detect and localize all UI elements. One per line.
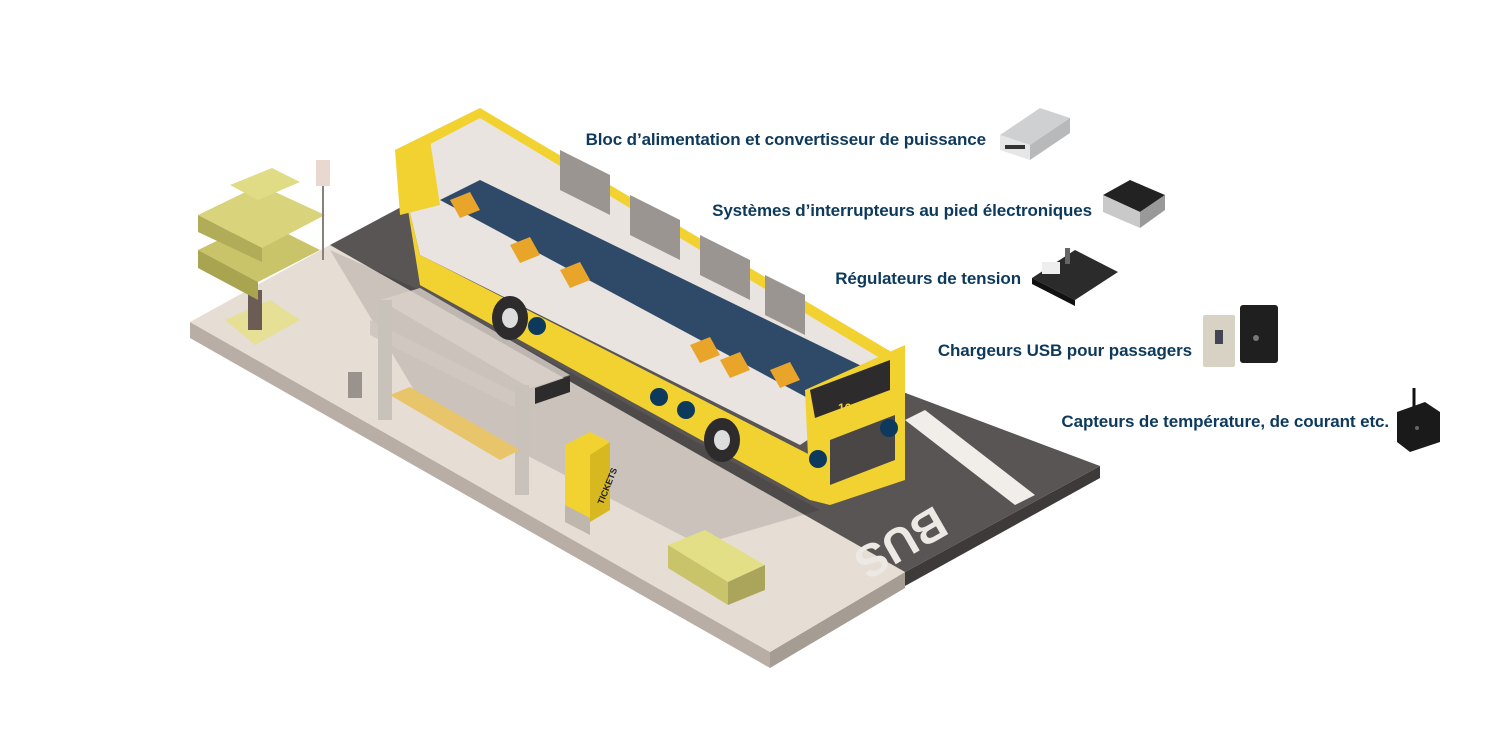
bench [668,530,765,605]
bus-stop-sign [316,160,330,186]
component-label-sensors[interactable]: Capteurs de température, de courant etc. [1061,412,1389,431]
tree-foliage [198,168,325,300]
hotspot[interactable] [677,401,695,419]
component-label-voltage-regulator[interactable]: Régulateurs de tension [835,269,1021,288]
sidewalk-side [190,322,770,668]
usb-charger-icon [1203,305,1278,367]
hotspots [528,317,898,468]
hotspot[interactable] [528,317,546,335]
foot-switch-icon [1103,180,1165,228]
bus: 16 [395,108,905,505]
bus-shelter [348,288,570,495]
power-converter-icon [1000,108,1070,160]
tree-shadow [225,300,300,345]
bus-route-number: 16 [838,401,852,415]
hotspot[interactable] [809,450,827,468]
sensor-icon [1397,388,1440,452]
component-label-power-converter[interactable]: Bloc d’alimentation et convertisseur de … [585,130,986,149]
hotspot[interactable] [650,388,668,406]
sidewalk-side-right [770,572,905,668]
hotspot[interactable] [880,419,898,437]
voltage-regulator-icon [1032,248,1118,306]
component-label-usb-charger[interactable]: Chargeurs USB pour passagers [937,341,1192,360]
component-label-foot-switch[interactable]: Systèmes d’interrupteurs au pied électro… [712,201,1092,220]
road-side [905,466,1100,586]
tree-trunk [248,290,262,330]
road-line [905,410,1035,505]
